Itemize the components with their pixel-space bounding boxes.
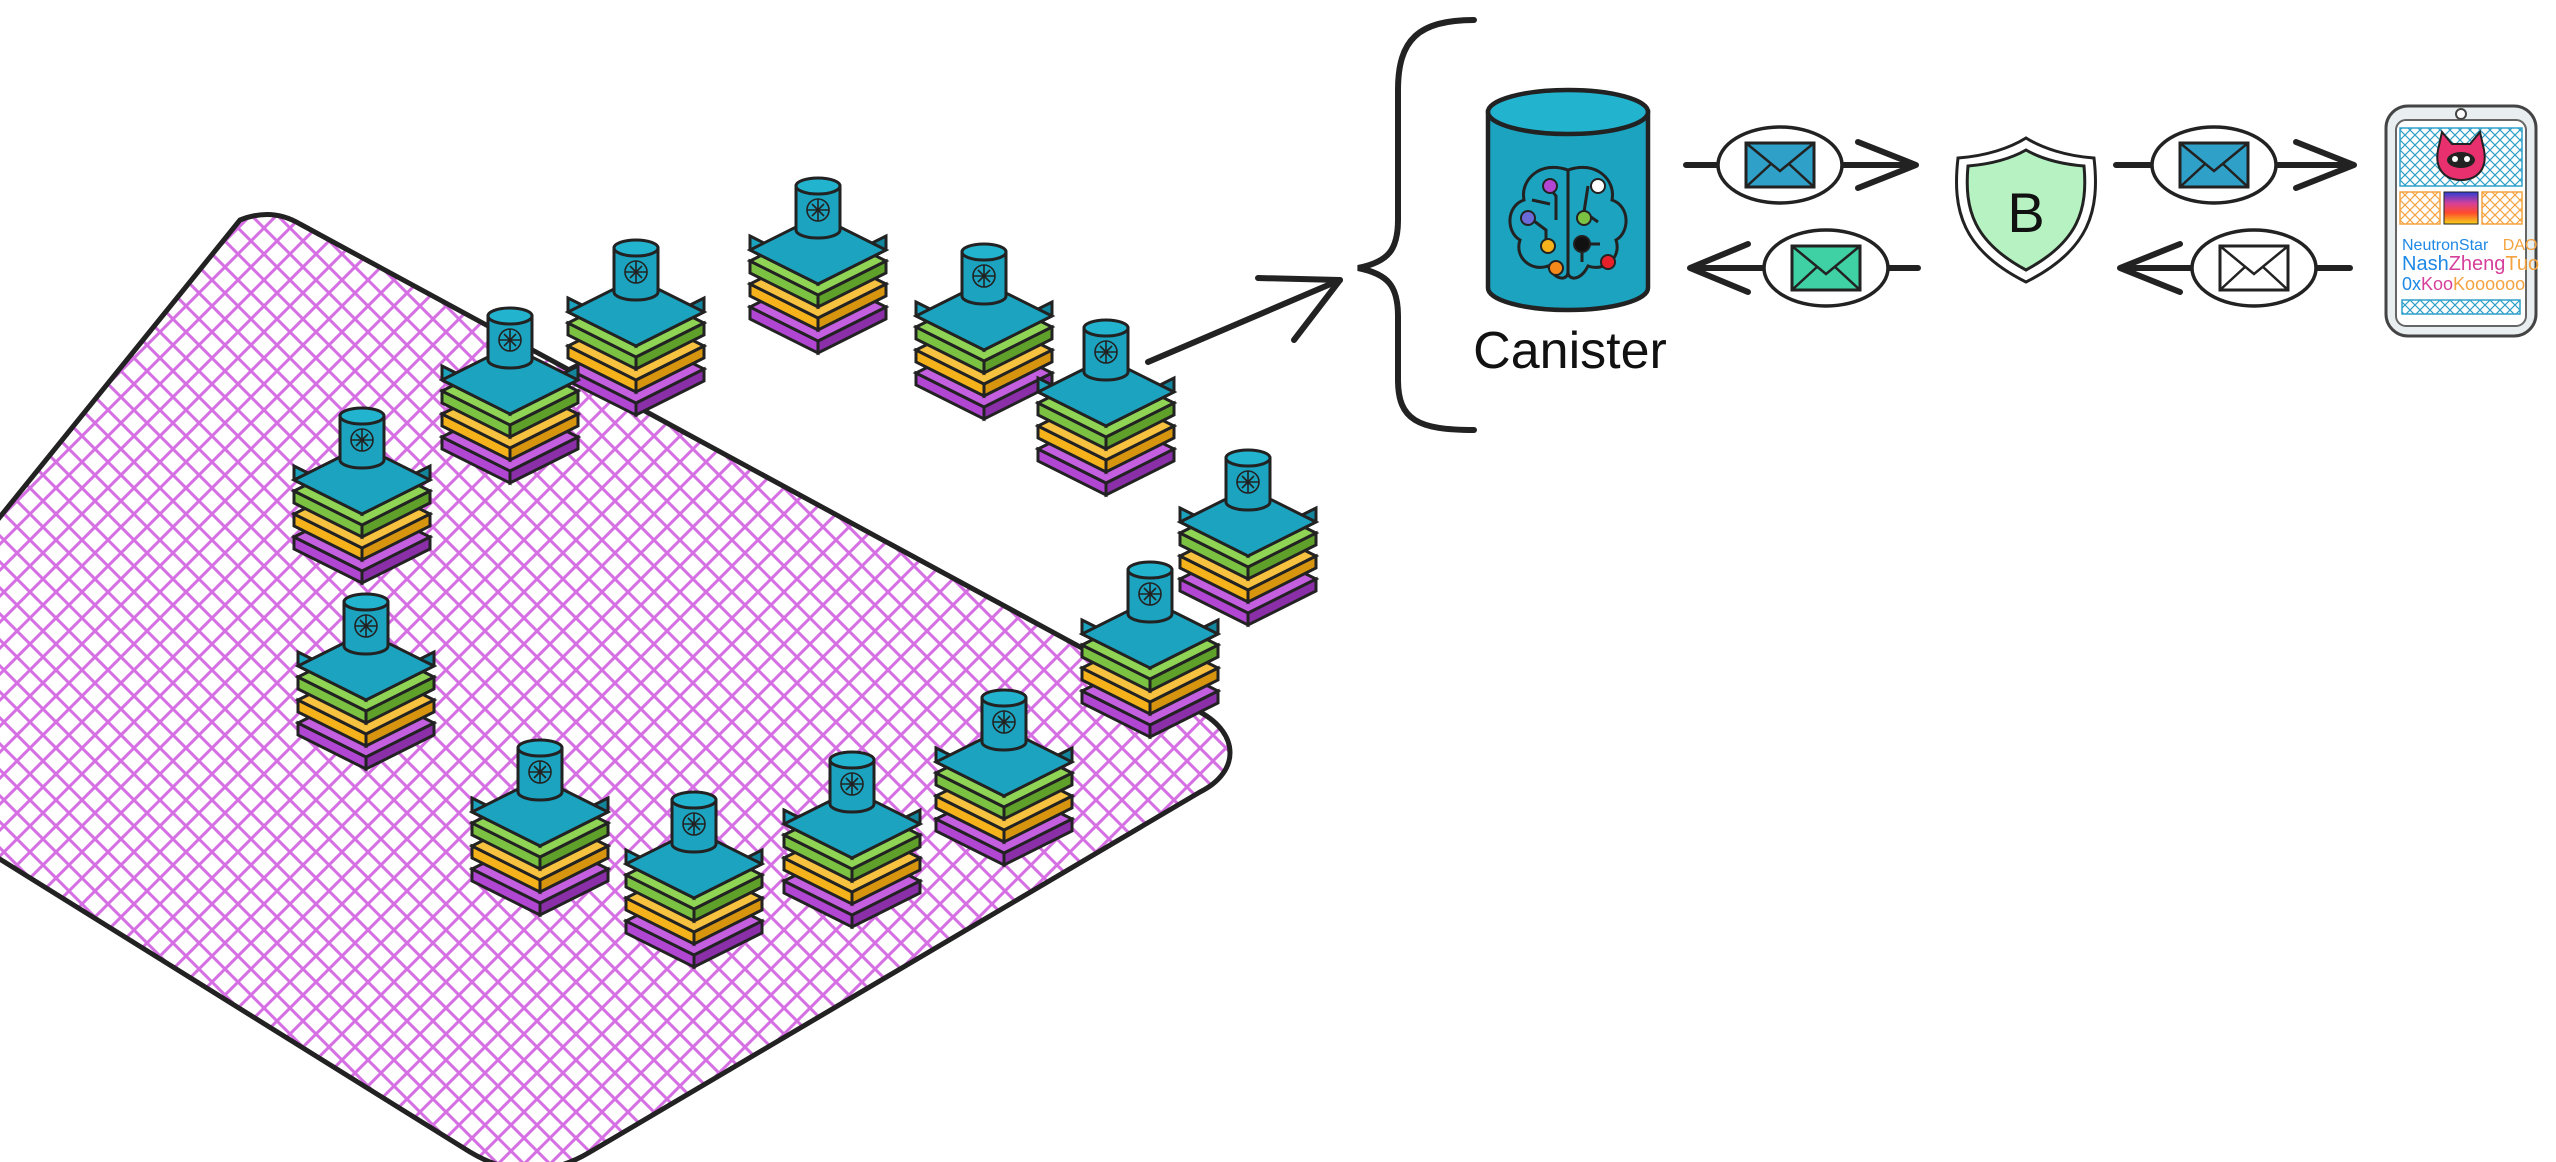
node-stack	[1036, 318, 1176, 497]
brain-circuit-icon	[1508, 165, 1628, 280]
phone-line-segment: NeutronStar	[2402, 237, 2489, 254]
phone-line-segment: Koooooo	[2453, 274, 2525, 294]
zoom-arrow	[1145, 275, 1343, 365]
envelope-icon	[1762, 228, 1890, 308]
envelope-icon	[2190, 228, 2318, 308]
phone-line-segment: Koo	[2421, 274, 2453, 294]
message-in-2	[2117, 228, 2353, 308]
envelope-icon	[1716, 125, 1844, 205]
cat-mascot-icon	[2436, 129, 2486, 182]
node-stack	[748, 176, 888, 355]
message-in-1	[1687, 228, 1921, 308]
canister-cylinder-icon	[1485, 87, 1651, 313]
phone-icon: NeutronStar DAO NashZhengTuo 0xKooKooooo…	[2384, 104, 2539, 338]
subnet-platform	[0, 211, 1233, 1162]
phone-line-segment: Nash	[2402, 253, 2449, 275]
node-stack	[914, 242, 1054, 421]
message-out-2	[2113, 125, 2357, 205]
phone-line-2: NashZhengTuo	[2402, 253, 2539, 275]
phone-line-segment: 0x	[2402, 274, 2421, 294]
node-stack	[566, 238, 706, 417]
phone-line-1: NeutronStar DAO	[2402, 237, 2537, 254]
canister-label: Canister	[1473, 322, 1667, 380]
envelope-icon	[2150, 125, 2278, 205]
phone-line-segment: Zheng	[2449, 253, 2506, 275]
shield-b-icon: B	[1955, 136, 2097, 284]
boundary-letter: B	[2007, 181, 2044, 244]
phone-line-segment: DAO	[2503, 237, 2538, 254]
phone-line-segment: Tuo	[2505, 253, 2539, 275]
phone-line-3: 0xKooKoooooo	[2402, 274, 2525, 294]
curly-brace	[1357, 17, 1477, 433]
message-out-1	[1683, 125, 1919, 205]
node-stack	[1178, 448, 1318, 627]
